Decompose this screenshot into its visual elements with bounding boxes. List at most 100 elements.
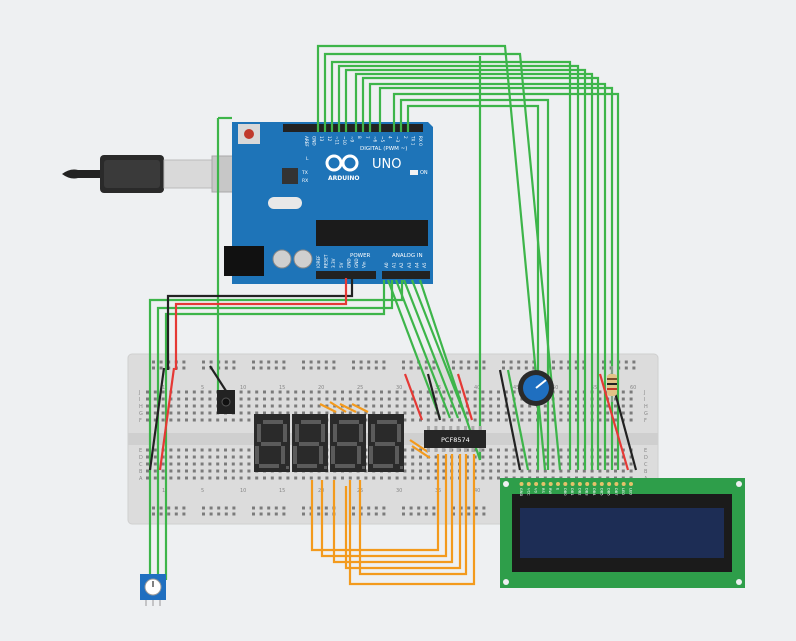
led-on	[410, 170, 418, 175]
row-letter: I	[644, 397, 645, 403]
lcd-pin-label: V0	[534, 488, 538, 493]
power-label: POWER	[350, 253, 371, 259]
column-number: 55	[591, 385, 597, 391]
power-pin-label: RESET	[324, 254, 329, 268]
led-rx-label: RX	[302, 178, 308, 184]
lcd-pin-label: DB7	[614, 488, 618, 496]
lcd-screen	[520, 508, 724, 558]
digital-pin-label: 12	[327, 136, 332, 142]
segment	[375, 442, 395, 446]
segment	[281, 446, 285, 464]
wires-orange[interactable]	[310, 401, 476, 586]
power-pin-label: 3.3V	[331, 258, 336, 268]
digital-label: DIGITAL (PWM ~)	[360, 146, 407, 152]
input-potentiometer[interactable]	[140, 574, 166, 606]
lcd-pin-label: RW	[548, 488, 552, 494]
digital-pin-label: 4	[388, 136, 393, 139]
analog-pin-label: A4	[414, 262, 419, 268]
segment	[339, 420, 359, 424]
lcd-potentiometer[interactable]	[518, 370, 554, 406]
segment	[331, 446, 335, 464]
lcd-pin-label: DB2	[577, 488, 581, 496]
power-pin-label: Vin	[362, 261, 367, 268]
lcd-pin-label: LED	[629, 488, 633, 495]
ic-label: PCF8574	[441, 436, 470, 444]
lcd-pin-label: E	[556, 488, 560, 491]
column-number: 1	[162, 385, 165, 391]
column-number: 40	[474, 488, 480, 494]
analog-pin-label: A5	[422, 262, 427, 268]
segment	[255, 446, 259, 464]
row-letter: B	[139, 469, 143, 475]
led-tx-label: TX	[301, 170, 308, 176]
seven-segment-display[interactable]	[254, 414, 404, 472]
digital-pin-label: ~11	[334, 136, 339, 145]
analog-pin-label: A3	[407, 262, 412, 268]
column-number: 10	[240, 488, 246, 494]
lcd-pin-label: VCC	[526, 488, 530, 496]
analog-header	[382, 271, 430, 279]
row-letter: H	[644, 404, 648, 410]
arduino-uno[interactable]: UNO ARDUINO DIGITAL (PWM ~) POWER ANALOG…	[224, 122, 433, 284]
analog-pin-label: A1	[392, 262, 397, 268]
digital-pin-label: 7	[365, 136, 370, 139]
row-letter: J	[138, 390, 140, 396]
column-number: 10	[240, 385, 246, 391]
power-pin-label: GND	[354, 258, 359, 268]
lcd-pin-label: DB3	[585, 488, 589, 496]
column-number: 20	[318, 385, 324, 391]
segment	[297, 464, 317, 468]
digital-pin-label: ~9	[350, 136, 355, 143]
digital-pin-label: GND	[312, 136, 317, 146]
digital-pin-label: TX 1	[410, 135, 415, 146]
column-number: 45	[513, 385, 519, 391]
row-letter: G	[139, 411, 143, 417]
row-letter: C	[644, 462, 648, 468]
segment	[333, 424, 337, 442]
wires-green[interactable]	[148, 44, 620, 580]
row-letter: I	[139, 397, 140, 403]
segment	[299, 442, 319, 446]
row-letter: F	[139, 418, 142, 424]
segment	[373, 464, 393, 468]
analog-pin-label: A0	[384, 262, 389, 268]
power-jack	[224, 246, 264, 276]
digital-pin-label: ~3	[395, 136, 400, 143]
segment	[257, 424, 261, 442]
segment	[283, 424, 287, 442]
board-name: UNO	[372, 157, 401, 172]
lcd-pin-label: GND	[519, 488, 523, 496]
analog-label: ANALOG IN	[392, 253, 423, 259]
row-letter: D	[644, 455, 648, 461]
row-letter: J	[643, 390, 645, 396]
arduino-logo-icon	[325, 154, 359, 172]
power-header	[316, 271, 376, 279]
usb-cable[interactable]	[62, 155, 261, 193]
row-letter: F	[644, 418, 647, 424]
led-on-label: ON	[420, 170, 428, 176]
crystal	[268, 197, 302, 209]
push-button[interactable]	[217, 390, 235, 414]
segment	[377, 420, 397, 424]
segment	[397, 424, 401, 442]
segment	[369, 446, 373, 464]
digital-pin-label: AREF	[304, 136, 309, 147]
pcf8574-chip[interactable]: PCF8574	[424, 426, 486, 452]
column-number: 30	[396, 488, 402, 494]
segment	[357, 446, 361, 464]
power-pin-label: GND	[346, 258, 351, 268]
capacitor-1	[272, 249, 292, 269]
brand-label: ARDUINO	[328, 175, 359, 182]
resistor[interactable]	[607, 366, 617, 402]
wires-power[interactable]	[148, 278, 638, 471]
atmega-chip	[316, 220, 428, 246]
power-pin-label: 5V	[339, 262, 344, 268]
column-number: 40	[474, 385, 480, 391]
row-letter: A	[139, 476, 143, 482]
segment	[337, 442, 357, 446]
digital-header	[283, 124, 423, 132]
segment	[359, 424, 363, 442]
